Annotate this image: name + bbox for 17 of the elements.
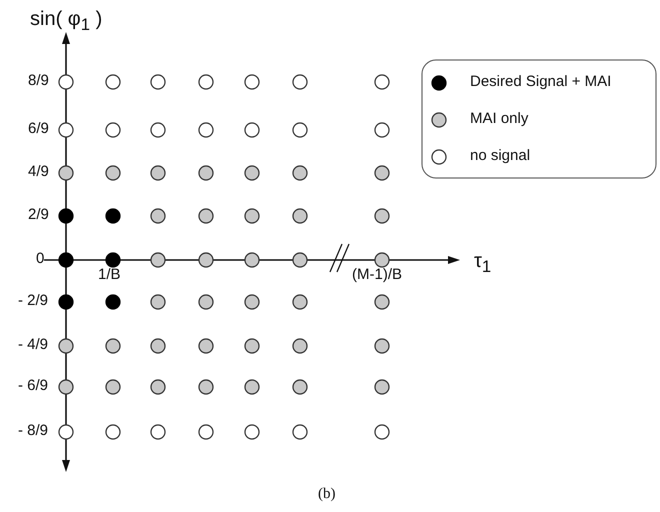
tick-label: (M-1)/B — [352, 266, 402, 283]
tick-label: 2/9 — [28, 206, 49, 223]
axis-label: sin( φ$_{1}$ ) — [30, 8, 102, 35]
tick-label: - 8/9 — [18, 422, 48, 439]
tick-label: 4/9 — [28, 163, 49, 180]
caption: (b) — [318, 486, 336, 503]
legend-label: Desired Signal + MAI — [470, 73, 612, 90]
tick-label: 1/B — [98, 266, 121, 283]
tick-label: 0 — [36, 250, 44, 267]
tick-label: - 6/9 — [18, 377, 48, 394]
tick-label: 8/9 — [28, 72, 49, 89]
tick-label: 6/9 — [28, 120, 49, 137]
legend-label: no signal — [470, 147, 530, 164]
tick-label: - 4/9 — [18, 336, 48, 353]
tick-label: - 2/9 — [18, 292, 48, 309]
legend-label: MAI only — [470, 110, 528, 127]
axis-label: τ$_{1}$ — [474, 250, 492, 277]
